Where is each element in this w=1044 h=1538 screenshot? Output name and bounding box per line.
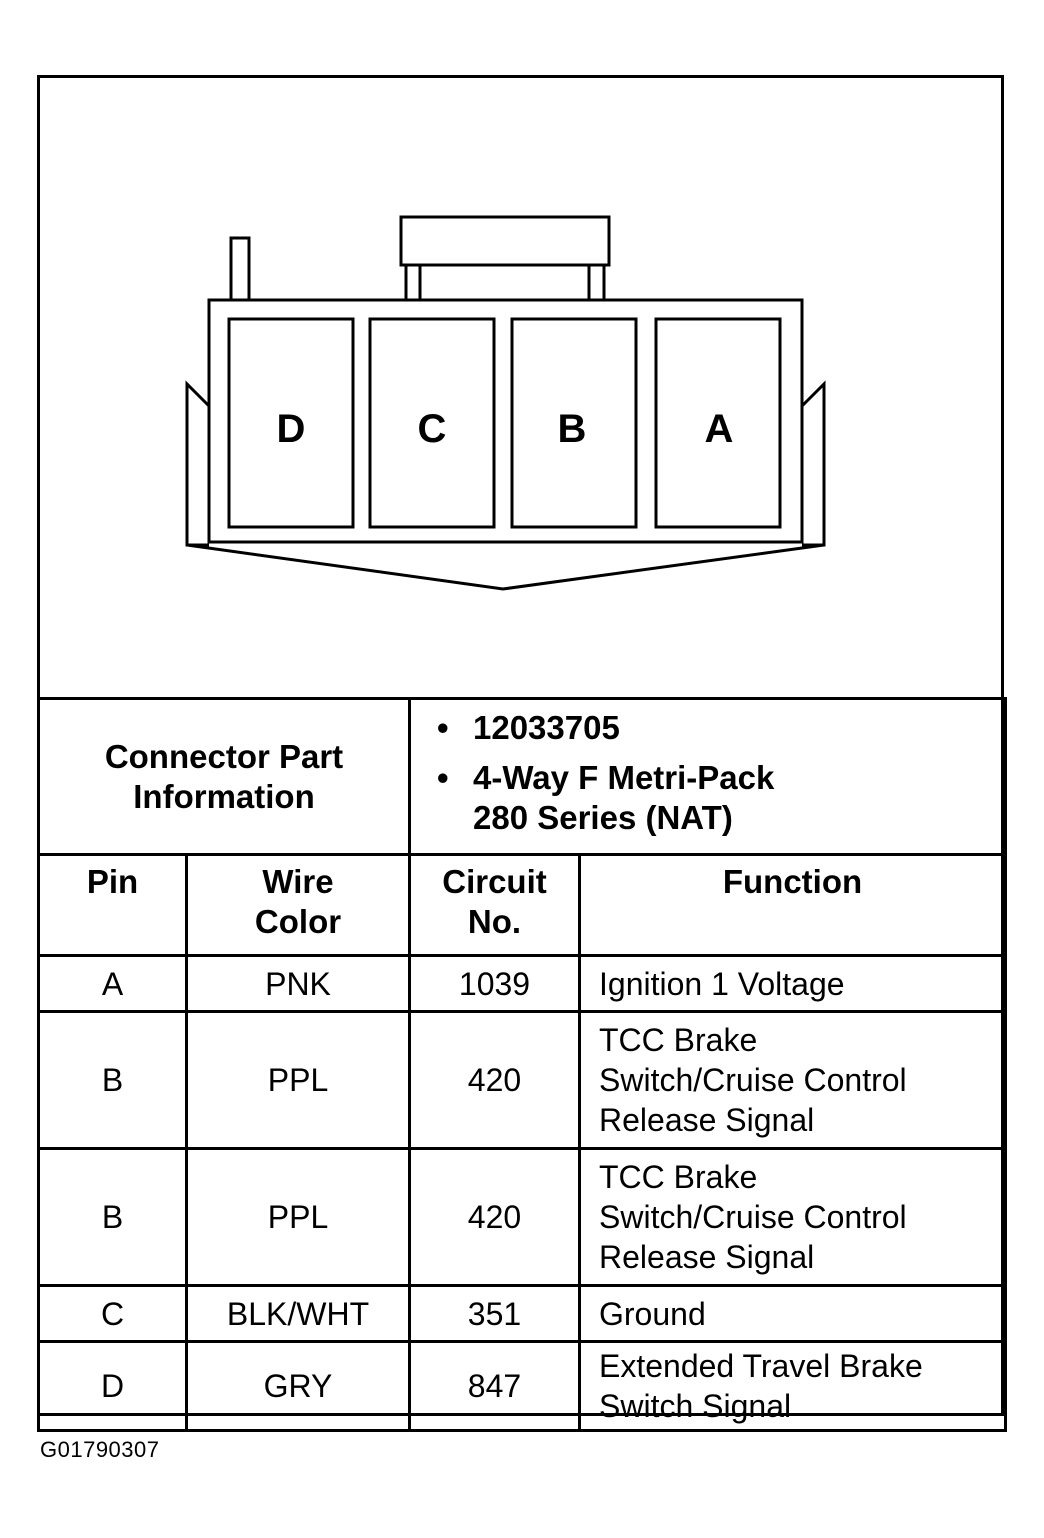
- connector-key-chevron: [186, 543, 825, 591]
- wire-color-cell: BLK/WHT: [185, 1284, 411, 1343]
- function-cell: Extended Travel Brake Switch Signal: [578, 1340, 1007, 1432]
- connector-latch-top: [399, 215, 611, 267]
- header-wire-line1: Wire: [262, 863, 334, 900]
- connector-face-drawing: D C B A: [185, 215, 826, 591]
- header-circuit-no: Circuit No.: [408, 853, 581, 957]
- circuit-cell: 420: [408, 1010, 581, 1150]
- connector-body: [207, 298, 804, 544]
- function-line: Release Signal: [599, 1239, 815, 1275]
- wire-color-cell: GRY: [185, 1340, 411, 1432]
- bullet-icon: •: [437, 709, 449, 746]
- function-line: Switch Signal: [599, 1388, 792, 1424]
- part-info-label-line1: Connector Part: [104, 737, 344, 775]
- wire-color-cell: PPL: [185, 1010, 411, 1150]
- function-line: Ignition 1 Voltage: [599, 965, 845, 1002]
- wire-color-cell: PPL: [185, 1147, 411, 1287]
- figure-id: G01790307: [40, 1437, 160, 1462]
- pin-cell: B: [37, 1010, 188, 1150]
- wire-color-cell: PNK: [185, 954, 411, 1013]
- table-header-row: Pin Wire Color Circuit No. Function: [37, 853, 1007, 957]
- table-row: B PPL 420 TCC Brake Switch/Cruise Contro…: [37, 1010, 1007, 1150]
- function-cell: Ignition 1 Voltage: [578, 954, 1007, 1013]
- pin-cell: D: [37, 1340, 188, 1432]
- function-line: Ground: [599, 1295, 706, 1332]
- header-circuit-line2: No.: [467, 903, 522, 940]
- cavity-label-c: C: [418, 407, 447, 451]
- part-info-label-line2: Information: [133, 777, 315, 815]
- cavity-c: [368, 317, 496, 529]
- part-type-item: • 4-Way F Metri-Pack 280 Series (NAT): [437, 758, 1004, 838]
- bullet-icon: •: [437, 759, 449, 796]
- connector-wing-right: [800, 380, 826, 547]
- pin-cell: B: [37, 1147, 188, 1287]
- circuit-cell: 1039: [408, 954, 581, 1013]
- header-circuit-line1: Circuit: [442, 863, 547, 900]
- table-row: D GRY 847 Extended Travel Brake Switch S…: [37, 1340, 1007, 1432]
- part-number: 12033705: [473, 709, 620, 746]
- connector-wing-left: [185, 380, 211, 547]
- cavity-label-b: B: [558, 407, 587, 451]
- cavity-d: [227, 317, 355, 529]
- header-function-text: Function: [722, 863, 863, 900]
- function-line: TCC Brake: [599, 1022, 758, 1058]
- circuit-cell: 351: [408, 1284, 581, 1343]
- function-line: Switch/Cruise Control: [599, 1199, 907, 1235]
- part-info-list: • 12033705 • 4-Way F Metri-Pack 280 Seri…: [408, 697, 1007, 856]
- function-cell: TCC Brake Switch/Cruise Control Release …: [578, 1147, 1007, 1287]
- header-function: Function: [578, 853, 1007, 957]
- table-row: B PPL 420 TCC Brake Switch/Cruise Contro…: [37, 1147, 1007, 1287]
- header-wire-color: Wire Color: [185, 853, 411, 957]
- circuit-cell: 847: [408, 1340, 581, 1432]
- connector-diagram: D C B A: [40, 78, 1001, 700]
- table-row: A PNK 1039 Ignition 1 Voltage: [37, 954, 1007, 1013]
- table-row: C BLK/WHT 351 Ground: [37, 1284, 1007, 1343]
- cavity-label-a: A: [705, 407, 734, 451]
- function-line: Extended Travel Brake: [599, 1348, 923, 1384]
- function-line: Release Signal: [599, 1102, 815, 1138]
- connector-frame: D C B A Connector Part Information • 120…: [37, 75, 1007, 1432]
- function-line: Switch/Cruise Control: [599, 1062, 907, 1098]
- function-cell: TCC Brake Switch/Cruise Control Release …: [578, 1010, 1007, 1150]
- part-info-label: Connector Part Information: [37, 697, 411, 856]
- connector-info-table: Connector Part Information • 12033705 • …: [37, 697, 1007, 1432]
- header-wire-line2: Color: [254, 903, 342, 940]
- cavity-a: [654, 317, 782, 529]
- pin-cell: C: [37, 1284, 188, 1343]
- part-number-item: • 12033705: [437, 708, 1004, 748]
- cavity-b: [510, 317, 638, 529]
- header-pin: Pin: [37, 853, 188, 957]
- header-pin-text: Pin: [86, 863, 139, 900]
- pin-cell: A: [37, 954, 188, 1013]
- function-cell: Ground: [578, 1284, 1007, 1343]
- part-info-row: Connector Part Information • 12033705 • …: [37, 697, 1007, 856]
- circuit-cell: 420: [408, 1147, 581, 1287]
- function-line: TCC Brake: [599, 1159, 758, 1195]
- part-type-line2: 280 Series (NAT): [473, 799, 733, 836]
- connector-tab: [229, 236, 251, 300]
- cavity-label-d: D: [277, 407, 306, 451]
- part-type-line1: 4-Way F Metri-Pack: [473, 759, 775, 796]
